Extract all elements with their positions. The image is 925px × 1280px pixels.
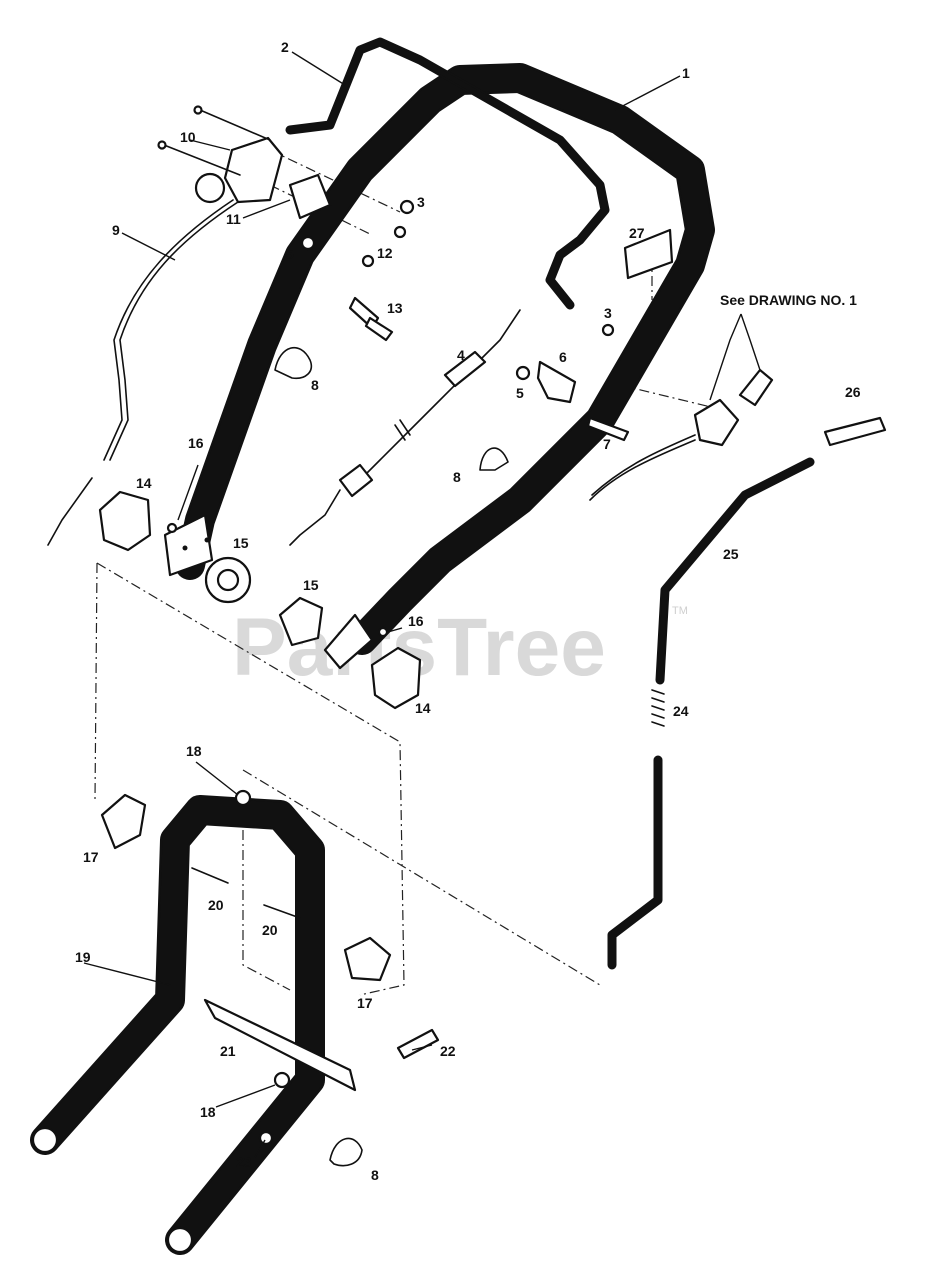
lower-handle[interactable] (30, 795, 325, 1255)
decal[interactable] (623, 228, 674, 280)
callout-21: 21 (220, 1043, 236, 1059)
callout-10: 10 (180, 129, 196, 145)
callout-16b: 16 (408, 613, 424, 629)
callout-26: 26 (845, 384, 861, 400)
bracket-and-bolt[interactable] (536, 360, 630, 442)
callout-14b: 14 (415, 700, 431, 716)
lower-hardware[interactable] (100, 789, 440, 1146)
callout-5a: 5 (286, 246, 294, 262)
callout-9: 9 (112, 222, 120, 238)
callout-3a: 3 (417, 194, 425, 210)
callout-8a: 8 (311, 377, 319, 393)
key-switch-assembly[interactable] (589, 368, 774, 501)
callout-19: 19 (75, 949, 91, 965)
callout-12: 12 (377, 245, 393, 261)
assembly-guide-lines (94, 149, 716, 996)
callout-17a: 17 (83, 849, 99, 865)
watermark-tm: TM (672, 605, 688, 617)
throttle-control[interactable] (47, 105, 284, 546)
callout-1: 1 (682, 65, 690, 81)
callout-18a: 18 (186, 743, 202, 759)
callout-8b: 8 (453, 469, 461, 485)
callout-11: 11 (226, 211, 241, 227)
brake-cable[interactable] (289, 309, 521, 546)
callout-24: 24 (673, 703, 689, 719)
see-drawing-note: See DRAWING NO. 1 (720, 292, 857, 308)
cable-clip[interactable] (288, 173, 332, 220)
callout-20a: 20 (208, 897, 224, 913)
callout-22: 22 (440, 1043, 456, 1059)
callout-labels: 1 2 3 3 4 5 5 6 7 8 8 8 9 10 11 12 13 14… (75, 39, 861, 1183)
leader-lines (83, 51, 761, 1158)
callout-15b: 15 (303, 577, 319, 593)
callout-6: 6 (559, 349, 567, 365)
callout-23: 23 (236, 1154, 252, 1170)
callout-20b: 20 (262, 922, 278, 938)
callout-5b: 5 (516, 385, 524, 401)
callout-25: 25 (723, 546, 739, 562)
callout-16a: 16 (188, 435, 204, 451)
hardware-nuts[interactable] (300, 199, 615, 381)
callout-13: 13 (387, 300, 403, 316)
handle-knobs[interactable] (98, 490, 422, 710)
callout-27: 27 (629, 225, 645, 241)
callout-3b: 3 (604, 305, 612, 321)
callout-18b: 18 (200, 1104, 216, 1120)
upper-handle[interactable] (163, 63, 715, 670)
callout-2: 2 (281, 39, 289, 55)
callout-8c: 8 (371, 1167, 379, 1183)
callout-14a: 14 (136, 475, 152, 491)
callout-17b: 17 (357, 995, 373, 1011)
callout-4: 4 (457, 347, 465, 363)
control-bail[interactable] (285, 37, 610, 310)
hairpin-clips[interactable] (274, 346, 509, 1167)
callout-7: 7 (603, 436, 611, 452)
callout-15a: 15 (233, 535, 249, 551)
drive-rod[interactable] (607, 416, 887, 970)
